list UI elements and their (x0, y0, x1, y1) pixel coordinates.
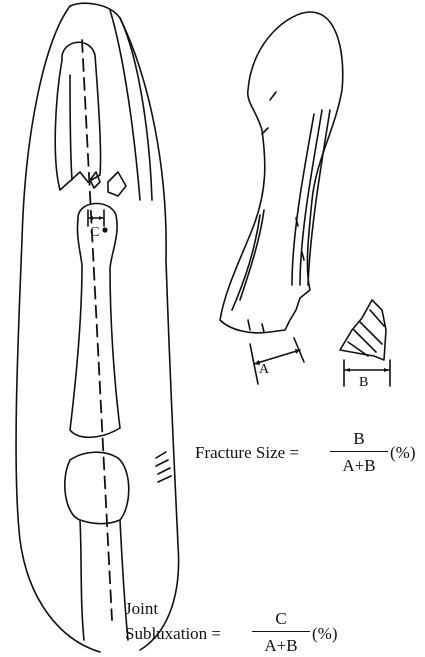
joint-subluxation-label-line1: Joint (125, 600, 158, 617)
isolated-phalanx (220, 12, 343, 333)
label-c: C (90, 225, 99, 240)
label-a: A (259, 362, 270, 377)
dip-fracture-fragment (90, 172, 126, 196)
fracture-fragment-b (340, 300, 386, 360)
fraction-bar (252, 631, 310, 632)
width-marker-a (250, 338, 304, 384)
joint-subluxation-fraction: C A+B (252, 610, 310, 654)
fracture-size-unit: (%) (390, 444, 415, 461)
joint-subluxation-label-line2: Subluxation = (125, 625, 221, 642)
joint-subluxation-denominator: A+B (252, 637, 310, 654)
distal-phalanx (55, 42, 100, 190)
fracture-size-label: Fracture Size = (195, 444, 299, 461)
joint-subluxation-unit: (%) (312, 625, 337, 642)
label-b: B (359, 375, 368, 390)
proximal-phalanx (65, 452, 129, 640)
joint-subluxation-numerator: C (252, 610, 310, 627)
joint-creases (156, 452, 171, 482)
fracture-size-fraction: B A+B (330, 430, 388, 474)
fracture-size-numerator: B (330, 430, 388, 447)
fracture-size-denominator: A+B (330, 457, 388, 474)
axis-dashed-line (82, 40, 112, 620)
fraction-bar (330, 451, 388, 452)
